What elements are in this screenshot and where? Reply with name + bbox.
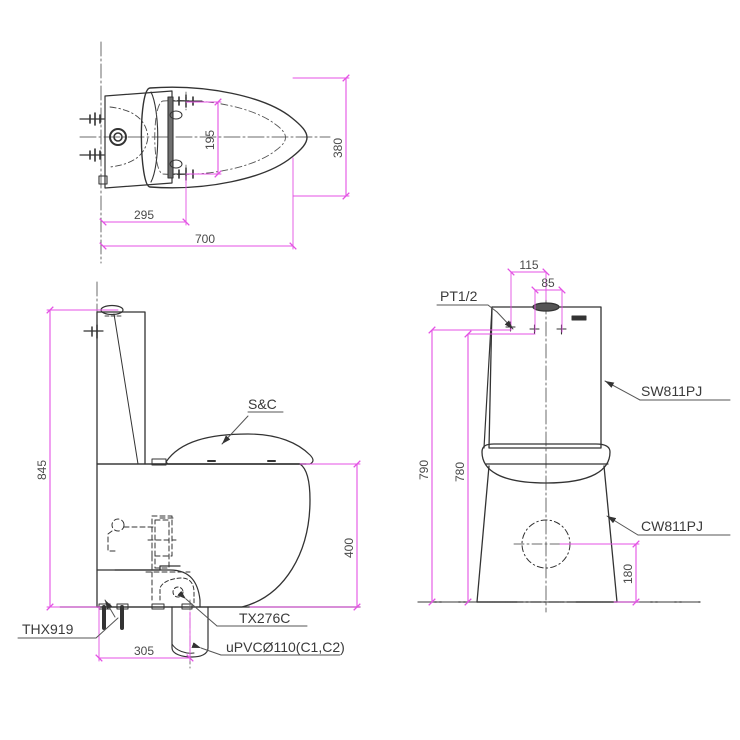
plan-flush-fitting-outer [109, 128, 127, 146]
plan-tank-outline [104, 90, 173, 189]
plan-seat-outline [140, 86, 308, 189]
dimension-front-180-value: 180 [621, 564, 635, 584]
side-trap-housing [96, 569, 201, 608]
plan-flush-fitting-inner [113, 132, 123, 142]
front-bowl-outline [481, 443, 611, 484]
front-pedestal-outline [476, 465, 618, 603]
dimension-side-400-value: 400 [342, 538, 356, 558]
callout-sc: S&C [221, 396, 284, 445]
callout-cw811pj-label: CW811PJ [641, 518, 703, 534]
side-outlet-dashed [159, 577, 195, 605]
side-tank-inner-wall [113, 313, 139, 465]
plan-tank-bolt-lower [79, 148, 105, 162]
dimension-side-305: 305 [95, 606, 194, 662]
side-bowl-outline [96, 463, 311, 608]
dimension-plan-700-value: 700 [195, 232, 215, 246]
dimension-plan-195: 195 [185, 98, 222, 178]
plan-hinge-lug-top [169, 110, 183, 120]
dimension-plan-700: 700 [99, 157, 297, 250]
dimension-plan-380-value: 380 [331, 138, 345, 158]
dimension-side-845-value: 845 [35, 460, 49, 480]
dimension-front-790-value: 790 [417, 460, 431, 480]
callout-sw811pj: SW811PJ [604, 380, 731, 401]
plan-hinge-lug-bottom [169, 159, 183, 169]
callout-thx919: THX919 [17, 599, 119, 639]
callout-sw811pj-label: SW811PJ [641, 383, 702, 399]
dimension-front-180: 180 [559, 540, 640, 606]
plan-tank-inner-dashed [109, 106, 149, 168]
dimension-front-790: 790 [417, 326, 512, 606]
side-upvc-pipe-ellipse [171, 643, 195, 654]
plan-tank-front-edge [150, 91, 159, 183]
dimension-front-780-value: 780 [453, 462, 467, 482]
dimension-side-845: 845 [35, 306, 119, 611]
front-view: 115 85 790 780 180 P [417, 258, 731, 613]
front-flush-button [532, 302, 560, 312]
plan-bowl-rim-dashed [154, 100, 286, 175]
callout-thx919-label: THX919 [22, 621, 74, 637]
side-tank-outline [96, 311, 146, 465]
callout-pt12-label: PT1/2 [440, 288, 478, 304]
dimension-plan-195-value: 195 [203, 130, 217, 150]
dimension-plan-295-value: 295 [134, 208, 154, 222]
dimension-plan-380: 380 [292, 74, 350, 200]
side-seat-hinge-block [151, 458, 167, 466]
dimension-front-85: 85 [531, 276, 566, 333]
callout-upvc-label: uPVCØ110(C1,C2) [226, 639, 345, 655]
dimension-front-115-value: 115 [519, 258, 538, 272]
plan-hinge-bolt-top [173, 91, 203, 111]
front-tank-outline [488, 306, 602, 449]
dimension-plan-295: 295 [99, 175, 190, 226]
plan-lower-fitting [98, 175, 108, 185]
callout-tx276c-label: TX276C [239, 610, 290, 626]
side-view: 845 400 305 S&C THX919 TX276C [17, 281, 361, 669]
dimension-front-780: 780 [453, 330, 536, 606]
callout-pt12: PT1/2 [436, 288, 514, 330]
callout-tx276c: TX276C [177, 590, 308, 627]
dimension-front-115: 115 [507, 258, 550, 331]
front-inlet-marks [505, 321, 567, 335]
dimension-side-305-value: 305 [134, 644, 154, 658]
dimension-side-400: 400 [249, 460, 361, 611]
callout-upvc: uPVCØ110(C1,C2) [191, 639, 345, 656]
callout-cw811pj: CW811PJ [606, 515, 731, 536]
plan-tank-bolt-upper [79, 112, 105, 126]
plan-view: 380 195 295 700 [79, 41, 350, 264]
front-tank-label-mark [571, 315, 587, 321]
callout-sc-label: S&C [248, 396, 277, 412]
dimension-front-85-value: 85 [541, 276, 555, 290]
side-tank-inlet-bolt [83, 324, 104, 339]
side-seat-cover [165, 433, 314, 465]
front-tank-left-edge [483, 306, 493, 449]
